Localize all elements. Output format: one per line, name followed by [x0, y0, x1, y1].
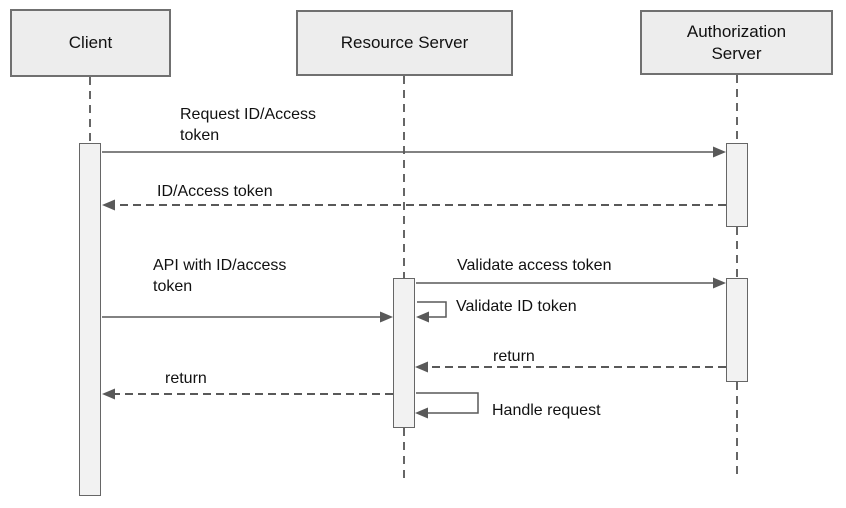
message-label-request-token: Request ID/Access token: [180, 106, 317, 145]
message-label-handle-request: Handle request: [492, 402, 601, 419]
arrowhead-return-validation: [415, 361, 428, 373]
arrowhead-validate-access-token: [713, 277, 726, 289]
arrowhead-handle-request: [415, 407, 428, 419]
activation-authorization-server-2: [726, 278, 748, 382]
activation-client: [79, 143, 101, 496]
participant-client: Client: [10, 9, 171, 77]
arrowhead-validate-id-token: [416, 311, 429, 323]
participant-authorization-server-label: Authorization Server: [686, 22, 787, 63]
arrowhead-request-token: [713, 146, 726, 158]
participant-resource-server-label: Resource Server: [340, 33, 469, 53]
message-label-return-validation: return: [493, 348, 535, 365]
participant-authorization-server: Authorization Server: [640, 10, 833, 75]
arrow-validate-id-token: [417, 301, 447, 318]
message-label-api-with-token: API with ID/access token: [153, 257, 287, 296]
participant-resource-server: Resource Server: [296, 10, 513, 76]
message-label-id-access-token: ID/Access token: [157, 183, 273, 200]
arrowhead-return-response: [102, 388, 115, 400]
arrowhead-api-with-token: [380, 311, 393, 323]
activation-authorization-server-1: [726, 143, 748, 227]
message-label-return-response: return: [165, 370, 207, 387]
participant-client-label: Client: [68, 33, 113, 53]
arrow-handle-request: [416, 392, 479, 414]
message-label-validate-id-token: Validate ID token: [456, 298, 577, 315]
message-label-validate-access-token: Validate access token: [457, 257, 612, 274]
arrowhead-id-access-token: [102, 199, 115, 211]
activation-resource-server: [393, 278, 415, 428]
